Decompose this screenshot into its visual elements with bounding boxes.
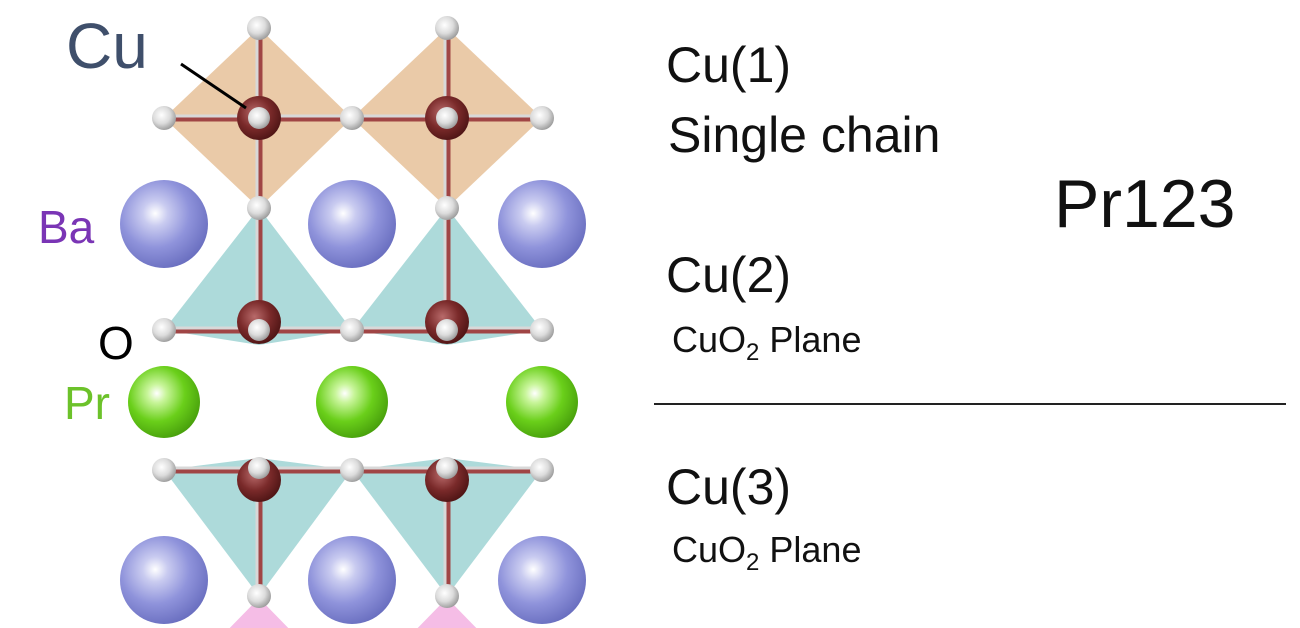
pr-atom	[316, 366, 388, 438]
o-atom	[435, 196, 459, 220]
pr-atom-label: Pr	[64, 377, 110, 429]
cu-atom-label: Cu	[66, 10, 148, 82]
ba-atom	[498, 536, 586, 624]
o-atom-label: O	[98, 317, 134, 369]
o-atom	[436, 107, 458, 129]
cu2-site-subtitle: CuO2 Plane	[672, 319, 862, 365]
ba-atom	[308, 536, 396, 624]
cu3-subtitle-subscript: 2	[746, 549, 760, 576]
o-atom	[340, 458, 364, 482]
cu3-site-subtitle: CuO2 Plane	[672, 529, 862, 575]
crystal-structure-diagram	[120, 16, 586, 628]
o-atom	[436, 319, 458, 341]
o-atom	[247, 16, 271, 40]
ba-atoms	[120, 180, 586, 624]
ba-atom	[498, 180, 586, 268]
cu3-site-title: Cu(3)	[666, 459, 792, 515]
cu2-subtitle-subscript: 2	[746, 339, 760, 366]
ba-atom	[308, 180, 396, 268]
o-atom	[530, 106, 554, 130]
o-atom	[435, 584, 459, 608]
o-atom	[152, 318, 176, 342]
cu-atoms	[237, 96, 469, 502]
o-atom	[248, 457, 270, 479]
cu1-site-subtitle: Single chain	[668, 107, 941, 163]
pr-atom	[506, 366, 578, 438]
cu3-subtitle-main: CuO	[672, 529, 747, 570]
ba-atom-label: Ba	[38, 201, 95, 253]
cu-atom	[237, 458, 281, 502]
ba-atom	[120, 536, 208, 624]
compound-name: Pr123	[1054, 166, 1236, 242]
o-atom	[152, 458, 176, 482]
pink-polyhedron	[229, 598, 289, 628]
o-atom	[530, 318, 554, 342]
o-atom	[248, 319, 270, 341]
o-atoms	[152, 16, 554, 608]
o-atom	[248, 107, 270, 129]
o-atom	[247, 196, 271, 220]
cu1-site-title: Cu(1)	[666, 37, 792, 93]
cu-pointer-line	[180, 62, 247, 110]
cu2-subtitle-main: CuO	[672, 319, 747, 360]
o-atom	[340, 318, 364, 342]
o-atom	[436, 457, 458, 479]
o-atom	[247, 584, 271, 608]
cu-atom	[425, 458, 469, 502]
pr-atoms	[128, 366, 578, 438]
o-atom	[435, 16, 459, 40]
cu3-subtitle-tail: Plane	[759, 529, 862, 570]
o-atom	[530, 458, 554, 482]
cu2-subtitle-tail: Plane	[759, 319, 862, 360]
pr-atom	[128, 366, 200, 438]
o-atom	[340, 106, 364, 130]
ba-atom	[120, 180, 208, 268]
lower-polyhedra	[229, 598, 477, 628]
pink-polyhedron	[417, 598, 477, 628]
o-atom	[152, 106, 176, 130]
cu2-site-title: Cu(2)	[666, 247, 792, 303]
layer-divider	[654, 403, 1286, 405]
